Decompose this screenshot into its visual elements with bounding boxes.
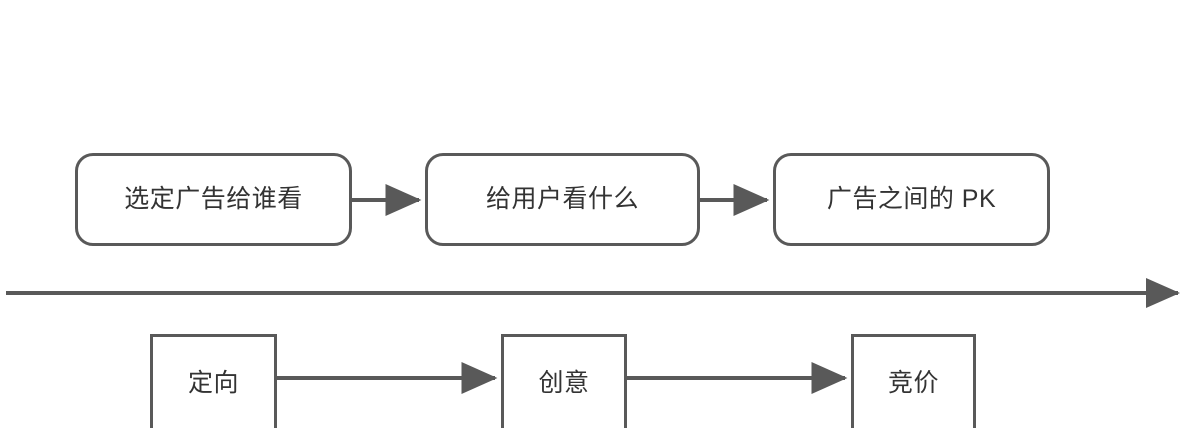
node-ad-pk[interactable]: 广告之间的 PK [773,153,1050,246]
node-label: 给用户看什么 [485,185,639,213]
node-creative[interactable]: 创意 [501,334,627,428]
node-label: 竞价 [887,369,939,397]
node-targeting[interactable]: 定向 [150,334,277,428]
node-label: 选定广告给谁看 [124,185,303,213]
node-select-audience[interactable]: 选定广告给谁看 [75,153,352,246]
node-bidding[interactable]: 竞价 [851,334,976,428]
node-label: 定向 [187,369,239,397]
node-label: 创意 [538,369,590,397]
node-label: 广告之间的 PK [826,185,997,213]
node-show-what[interactable]: 给用户看什么 [425,153,700,246]
